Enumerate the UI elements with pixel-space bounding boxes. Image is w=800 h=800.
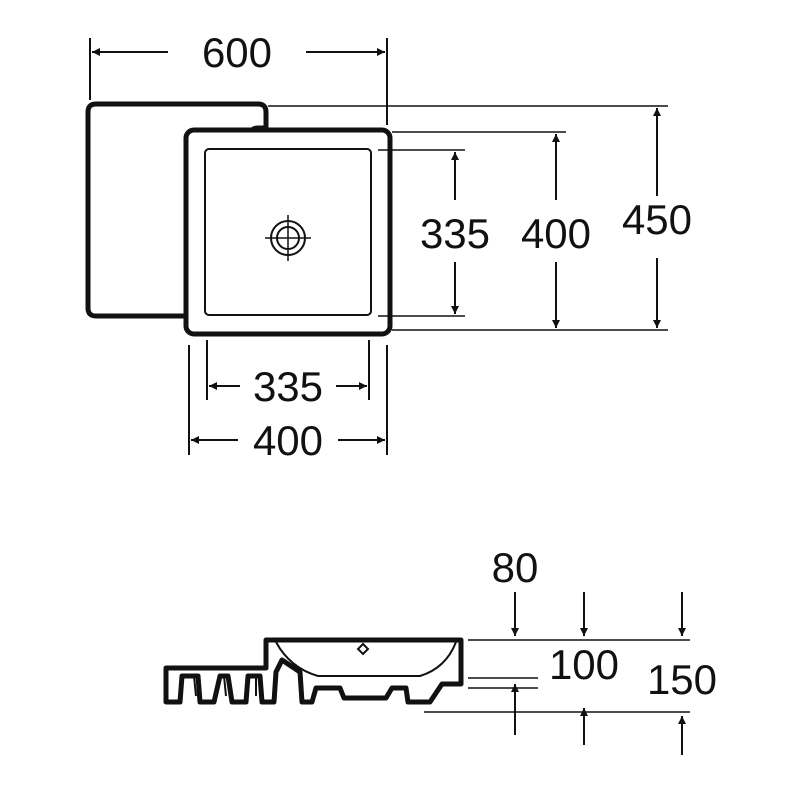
dim-label-100: 100	[549, 641, 619, 688]
drain-marker-icon	[356, 642, 370, 656]
dim-bowl-outer-depth: 400	[521, 134, 591, 328]
dim-overall-depth: 450	[622, 108, 692, 328]
dim-label-335-width: 335	[253, 363, 323, 410]
dim-label-80: 80	[492, 544, 539, 591]
dim-overall-width: 600	[89, 29, 388, 125]
basin-bowl-curve	[275, 641, 457, 677]
dim-bowl-height: 100	[549, 592, 619, 745]
dim-label-400-depth: 400	[521, 210, 591, 257]
dim-bowl-inner-depth: 335	[420, 152, 490, 314]
dim-rim-to-drain: 80	[492, 544, 539, 735]
dim-label-335-depth: 335	[420, 210, 490, 257]
dim-overall-height: 150	[647, 592, 717, 755]
dim-label-400-width: 400	[253, 417, 323, 464]
section-view: 80 100 150	[163, 544, 717, 755]
basin-inner	[204, 148, 372, 316]
dim-label-450: 450	[622, 196, 692, 243]
dim-bowl-outer-width: 400	[188, 345, 388, 464]
drain-icon	[265, 215, 311, 261]
dim-label-150: 150	[647, 656, 717, 703]
plan-view: 600 335 400 335	[85, 29, 692, 464]
dim-label-600: 600	[202, 29, 272, 76]
basin-section-outline	[163, 637, 464, 705]
dim-bowl-inner-width: 335	[206, 340, 370, 410]
